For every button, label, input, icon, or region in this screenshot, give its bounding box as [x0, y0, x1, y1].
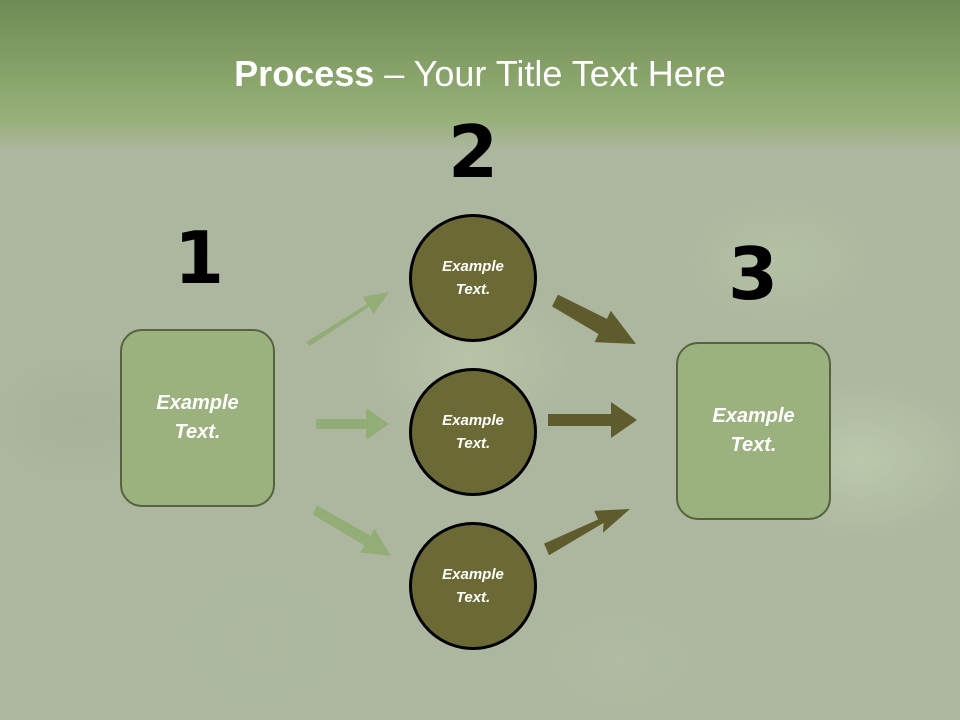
- step-1-line-2: Text.: [174, 421, 221, 443]
- title-separator: –: [374, 53, 414, 94]
- circle-top-line-2: Text.: [455, 281, 491, 298]
- arrow-to-bottom-circle: [312, 505, 391, 556]
- step-1-line-1: Example: [156, 392, 239, 414]
- arrow-to-top-circle: [306, 292, 389, 347]
- step-number-3: 3: [727, 232, 779, 316]
- arrow-to-middle-circle: [316, 408, 389, 440]
- step-number-1: 1: [173, 216, 225, 300]
- title-strong: Process: [234, 53, 375, 94]
- title-banner: [0, 0, 960, 150]
- circle-middle-line-1: Example: [442, 412, 504, 429]
- circle-bottom-line-2: Text.: [455, 589, 491, 606]
- step-3-line-2: Text.: [730, 434, 777, 456]
- arrow-from-middle-circle: [548, 402, 637, 438]
- circle-top-line-1: Example: [442, 258, 504, 275]
- slide-title: Process – Your Title Text Here: [0, 52, 960, 96]
- step-number-2: 2: [447, 110, 499, 194]
- circle-bottom-line-1: Example: [442, 566, 504, 583]
- circle-middle-line-2: Text.: [455, 435, 491, 452]
- arrow-from-top-circle: [552, 294, 636, 344]
- title-rest: Your Title Text Here: [413, 53, 726, 94]
- step-3-line-1: Example: [712, 405, 795, 427]
- arrow-from-bottom-circle: [544, 509, 630, 556]
